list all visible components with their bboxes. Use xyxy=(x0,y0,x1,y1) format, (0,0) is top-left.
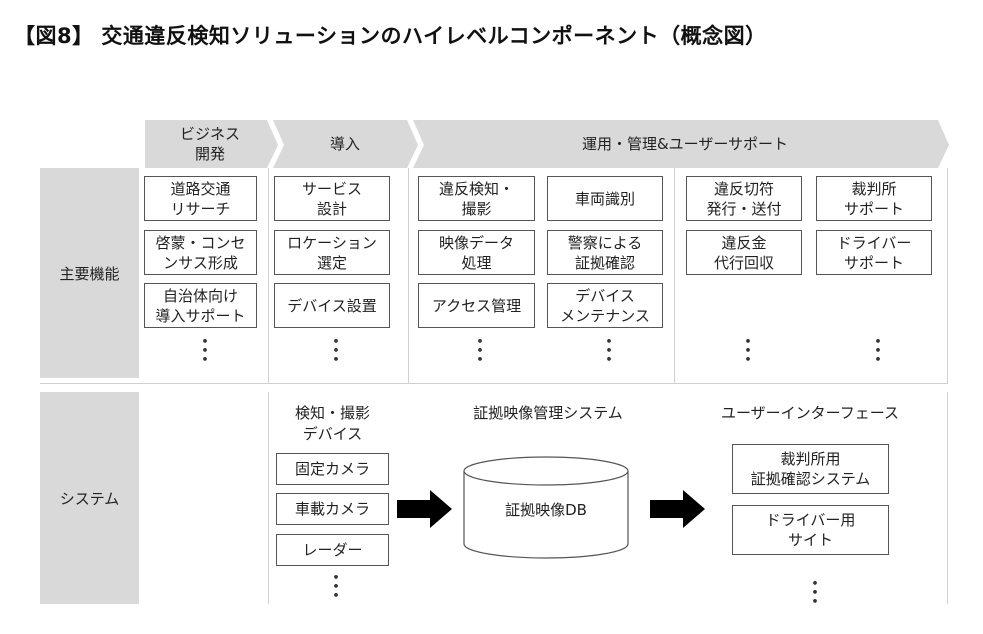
phase-chevron-introduction xyxy=(273,120,418,168)
row-separator xyxy=(40,383,948,384)
column-separator xyxy=(674,168,675,383)
ellipsis-icon: ・ ・ ・ xyxy=(806,574,824,613)
arrow-right-icon xyxy=(397,490,452,528)
function-box: 裁判所 サポート xyxy=(816,176,932,221)
row-label-main-functions: 主要機能 xyxy=(40,168,139,378)
function-box: サービス 設計 xyxy=(274,176,390,221)
device-box: 固定カメラ xyxy=(276,453,389,485)
function-box: 道路交通 リサーチ xyxy=(144,176,257,221)
function-box: 啓蒙・コンセ ンサス形成 xyxy=(144,230,257,275)
interface-box: 裁判所用 証拠確認システム xyxy=(732,444,889,494)
database-icon xyxy=(463,456,629,559)
function-box: アクセス管理 xyxy=(418,283,535,328)
column-separator xyxy=(268,392,269,604)
database-label: 証拠映像DB xyxy=(505,501,587,519)
function-box: ドライバー サポート xyxy=(816,230,932,275)
row-label-system: システム xyxy=(40,392,139,604)
device-box: レーダー xyxy=(276,534,389,566)
interface-box: ドライバー用 サイト xyxy=(732,505,889,555)
phase-label-business-dev: ビジネス 開発 xyxy=(179,125,240,163)
device-box: 車載カメラ xyxy=(276,493,389,525)
column-separator xyxy=(947,392,948,604)
phase-label-operation: 運用・管理&ユーザーサポート xyxy=(581,135,789,153)
phase-label-introduction: 導入 xyxy=(329,135,360,153)
phase-chevron-operation xyxy=(413,120,949,168)
function-box: 車両識別 xyxy=(547,176,663,221)
function-box: デバイス設置 xyxy=(274,283,390,328)
function-box: デバイス メンテナンス xyxy=(547,283,663,328)
phase-chevron-business-dev xyxy=(145,120,278,168)
column-separator xyxy=(268,168,269,383)
function-box: 違反切符 発行・送付 xyxy=(686,176,802,221)
arrow-right-icon xyxy=(650,490,705,528)
function-box: 違反検知・ 撮影 xyxy=(418,176,535,221)
function-box: 警察による 証拠確認 xyxy=(547,230,663,275)
column-separator xyxy=(408,168,409,383)
column-separator xyxy=(947,168,948,383)
evidence-system-heading: 証拠映像管理システム xyxy=(473,404,623,422)
devices-heading: 検知・撮影 デバイス xyxy=(294,404,370,443)
function-box: 映像データ 処理 xyxy=(418,230,535,275)
page-title: 【図8】 交通違反検知ソリューションのハイレベルコンポーネント（概念図） xyxy=(14,24,767,48)
function-box: ロケーション 選定 xyxy=(274,230,390,275)
function-box: 違反金 代行回収 xyxy=(686,230,802,275)
ui-heading: ユーザーインターフェース xyxy=(720,404,900,422)
function-box: 自治体向け 導入サポート xyxy=(144,283,257,328)
